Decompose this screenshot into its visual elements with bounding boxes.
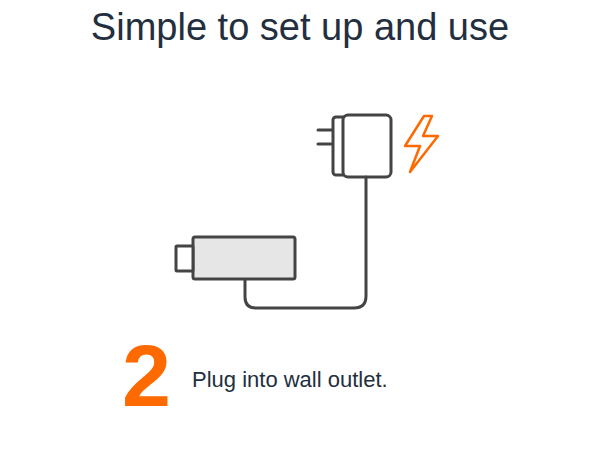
page-title: Simple to set up and use (0, 6, 600, 49)
step-number: 2 (122, 332, 171, 420)
hdmi-connector (176, 246, 193, 271)
plug-prong (318, 143, 333, 146)
adapter-body (343, 115, 391, 177)
plug-prong (318, 129, 333, 132)
power-bolt (405, 116, 438, 172)
streaming-stick (193, 237, 295, 279)
step-text: Plug into wall outlet. (192, 367, 388, 393)
